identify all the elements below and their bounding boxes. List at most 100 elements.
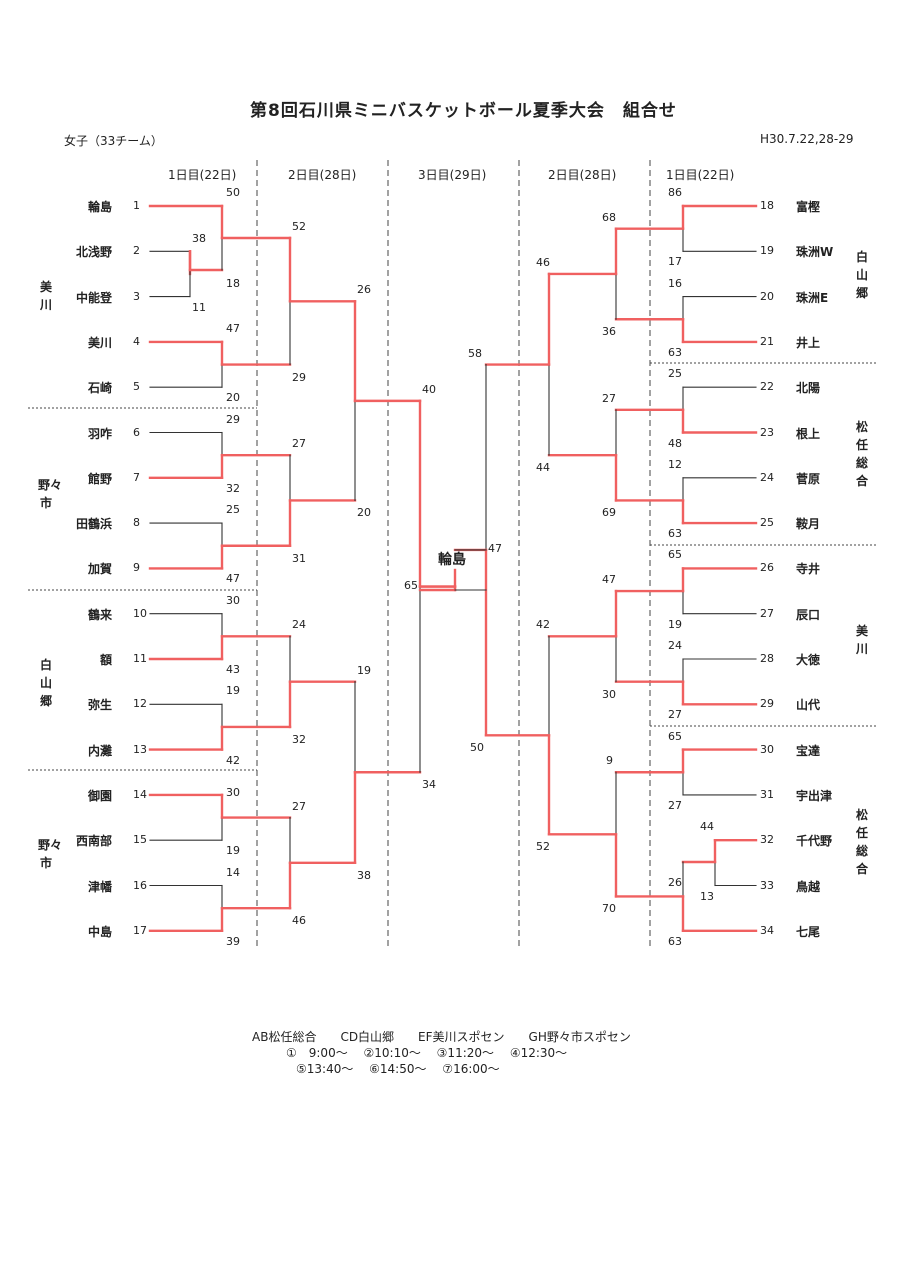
region-right-2: 松任総合 (855, 420, 868, 488)
team-name: 鞍月 (796, 517, 821, 532)
team-number: 11 (133, 652, 147, 665)
team-number: 25 (760, 516, 774, 530)
score-label: 69 (602, 506, 616, 520)
team-name: 珠洲E (796, 290, 829, 305)
team-name: 珠洲W (796, 245, 834, 260)
score-label: 17 (668, 255, 682, 269)
team-number: 1 (133, 199, 140, 212)
team-name: 加賀 (87, 562, 112, 577)
col-right-day2: 2日目(28日) (548, 168, 617, 182)
score-label: 24 (292, 618, 306, 632)
team-name: 鳥越 (796, 879, 821, 894)
score-label: 47 (226, 572, 240, 586)
score-label: 65 (668, 729, 682, 743)
col-left-day1: 1日目(22日) (168, 168, 237, 182)
score-label: 38 (192, 232, 206, 246)
score-label: 32 (292, 732, 306, 746)
team-number: 7 (133, 470, 140, 484)
team-name: 鶴来 (87, 607, 112, 622)
team-name: 田鶴浜 (75, 517, 112, 532)
region-left-3: 白山郷 (39, 658, 52, 708)
score-label: 48 (668, 436, 682, 450)
score-label: 63 (668, 934, 682, 948)
score-label: 30 (602, 687, 616, 701)
score-label: 26 (668, 876, 682, 890)
score-label: 50 (226, 186, 240, 199)
team-number: 15 (133, 833, 147, 847)
score-label: 25 (668, 367, 682, 381)
team-number: 33 (760, 878, 774, 892)
champion-label: 輪島 (438, 552, 466, 568)
score-label: 11 (192, 300, 206, 314)
team-name: 羽咋 (87, 426, 112, 441)
region-right-1: 白山郷 (855, 250, 868, 300)
team-name: 館野 (87, 471, 112, 486)
team-name: 富樫 (796, 200, 821, 214)
team-number: 23 (760, 425, 774, 439)
region-right-3: 美川 (855, 624, 868, 656)
score-label: 19 (226, 684, 240, 698)
team-name: 千代野 (796, 834, 833, 849)
score-label: 27 (292, 799, 306, 813)
team-name: 辰口 (796, 607, 821, 622)
team-number: 2 (133, 244, 140, 258)
category-label: 女子（33チーム） (64, 134, 163, 148)
score-label: 9 (606, 754, 613, 768)
score-label: 52 (536, 840, 550, 854)
team-number: 14 (133, 787, 147, 801)
score-label: 12 (668, 457, 682, 471)
team-name: 大徳 (796, 653, 821, 667)
team-number: 28 (760, 652, 774, 665)
score-label: 19 (226, 844, 240, 858)
col-left-day2: 2日目(28日) (288, 168, 357, 182)
score-label: 34 (422, 778, 436, 792)
team-name: 中島 (87, 924, 112, 939)
team-name: 弥生 (87, 698, 112, 713)
score-label: 31 (292, 551, 306, 565)
team-number: 26 (760, 561, 774, 575)
score-label: 40 (422, 382, 436, 396)
team-number: 3 (133, 289, 140, 303)
team-name: 津幡 (87, 879, 112, 894)
team-number: 10 (133, 606, 147, 620)
team-number: 20 (760, 289, 774, 303)
score-label: 27 (668, 798, 682, 812)
score-label: 19 (668, 617, 682, 631)
region-right-4: 松任総合 (855, 808, 868, 876)
team-name: 寺井 (796, 562, 821, 577)
team-name: 宇出津 (796, 788, 833, 803)
score-label: 30 (226, 593, 240, 607)
team-name: 宝達 (796, 743, 821, 758)
score-label: 39 (226, 934, 240, 948)
score-label: 47 (226, 321, 240, 335)
team-number: 12 (133, 697, 147, 711)
team-name: 根上 (796, 426, 821, 441)
team-number: 19 (760, 244, 774, 258)
team-name: 内灘 (87, 743, 112, 758)
score-label: 24 (668, 639, 682, 652)
team-name: 北陽 (796, 381, 821, 396)
score-label: 20 (357, 506, 371, 520)
score-label: 46 (536, 255, 550, 269)
score-label: 63 (668, 527, 682, 541)
score-label: 65 (404, 578, 418, 592)
score-label: 44 (536, 461, 550, 475)
score-label: 27 (292, 437, 306, 451)
score-label: 25 (226, 503, 240, 517)
score-label: 27 (668, 708, 682, 722)
team-name: 山代 (796, 698, 821, 713)
score-label: 63 (668, 345, 682, 359)
score-label: 20 (226, 391, 240, 405)
score-label: 43 (226, 663, 240, 676)
score-label: 47 (488, 541, 502, 555)
score-label: 16 (668, 276, 682, 290)
team-number: 22 (760, 380, 774, 394)
score-label: 32 (226, 481, 240, 495)
score-label: 70 (602, 902, 616, 916)
score-label: 29 (292, 370, 306, 384)
date-label: H30.7.22,28-29 (760, 132, 854, 146)
score-label: 44 (700, 820, 714, 834)
score-label: 13 (700, 889, 714, 903)
team-number: 13 (133, 742, 147, 756)
